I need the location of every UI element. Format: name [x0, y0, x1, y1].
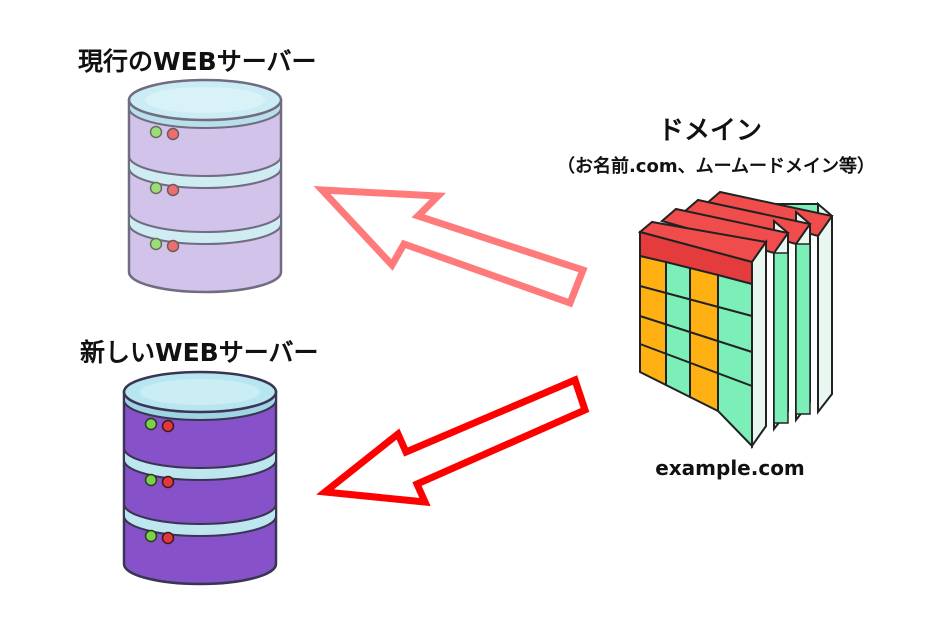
- arrow-to-current-server: [313, 186, 588, 308]
- arrow-to-new-server: [316, 375, 590, 507]
- current-server-icon: [127, 78, 283, 294]
- domain-name-label: example.com: [655, 456, 805, 480]
- new-server-label: 新しいWEBサーバー: [80, 338, 319, 367]
- new-server-icon: [122, 370, 278, 586]
- domain-label: ドメイン: [657, 116, 762, 146]
- domain-examples-label: （お名前.com、ムームードメイン等）: [556, 156, 876, 177]
- domain-table-icon: [637, 190, 834, 450]
- current-server-label: 現行のWEBサーバー: [78, 47, 317, 76]
